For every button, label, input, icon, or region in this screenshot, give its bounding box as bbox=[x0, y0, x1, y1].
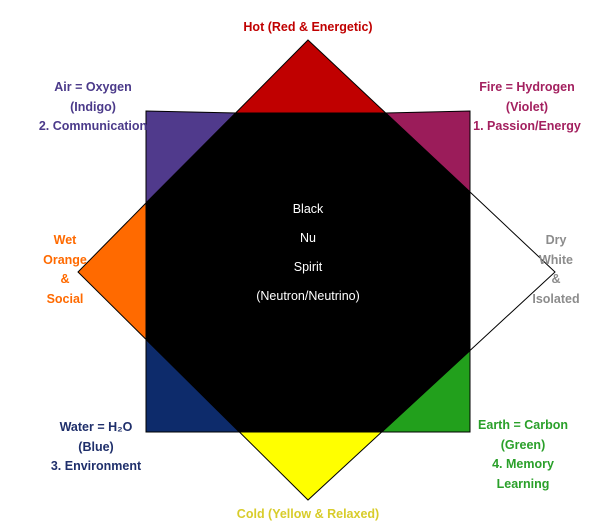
label-line: & bbox=[60, 272, 70, 286]
label-line: Social bbox=[46, 291, 84, 306]
label-line: Isolated bbox=[532, 291, 580, 306]
label-line: 2. Communication bbox=[38, 119, 148, 133]
label-line: 1. Passion/Energy bbox=[473, 119, 581, 133]
label-line: Earth = Carbon bbox=[478, 418, 568, 432]
cold-yellow-triangle bbox=[238, 431, 383, 501]
label-line: Hot (Red & Energetic) bbox=[243, 20, 373, 34]
wet-orange-triangle bbox=[77, 201, 147, 341]
hot-red-triangle bbox=[234, 39, 387, 114]
label-line: (Indigo) bbox=[70, 99, 116, 114]
label-line: Wet bbox=[53, 233, 77, 247]
label-cold: Cold (Yellow & Relaxed) bbox=[237, 505, 379, 525]
spirit-black-octagon bbox=[145, 112, 471, 433]
label-water: Water = H₂O (Blue) 3. Environment bbox=[51, 418, 141, 477]
label-line: (Green) bbox=[500, 437, 546, 452]
label-line: Cold (Yellow & Relaxed) bbox=[236, 507, 380, 521]
label-line: Water = H₂O bbox=[59, 420, 133, 434]
label-line: Fire = Hydrogen bbox=[479, 80, 575, 94]
label-line: Spirit bbox=[293, 260, 323, 274]
label-line: (Blue) bbox=[78, 439, 114, 454]
label-line: White bbox=[538, 252, 574, 267]
label-line: Nu bbox=[300, 231, 316, 245]
label-line: Orange bbox=[43, 252, 87, 267]
label-hot: Hot (Red & Energetic) bbox=[243, 18, 372, 38]
label-line: Dry bbox=[545, 233, 567, 247]
label-line: 3. Environment bbox=[50, 459, 142, 473]
label-line: 4. Memory bbox=[492, 457, 554, 471]
label-line: & bbox=[551, 272, 561, 286]
label-air: Air = Oxygen (Indigo) 2. Communication bbox=[39, 78, 147, 137]
label-line: (Violet) bbox=[505, 99, 549, 114]
label-line: (Neutron/Neutrino) bbox=[256, 289, 360, 303]
label-line: Air = Oxygen bbox=[54, 80, 132, 94]
label-line: Learning bbox=[496, 476, 550, 491]
label-line: Black bbox=[292, 202, 324, 216]
label-fire: Fire = Hydrogen (Violet) 1. Passion/Energy bbox=[473, 78, 581, 137]
